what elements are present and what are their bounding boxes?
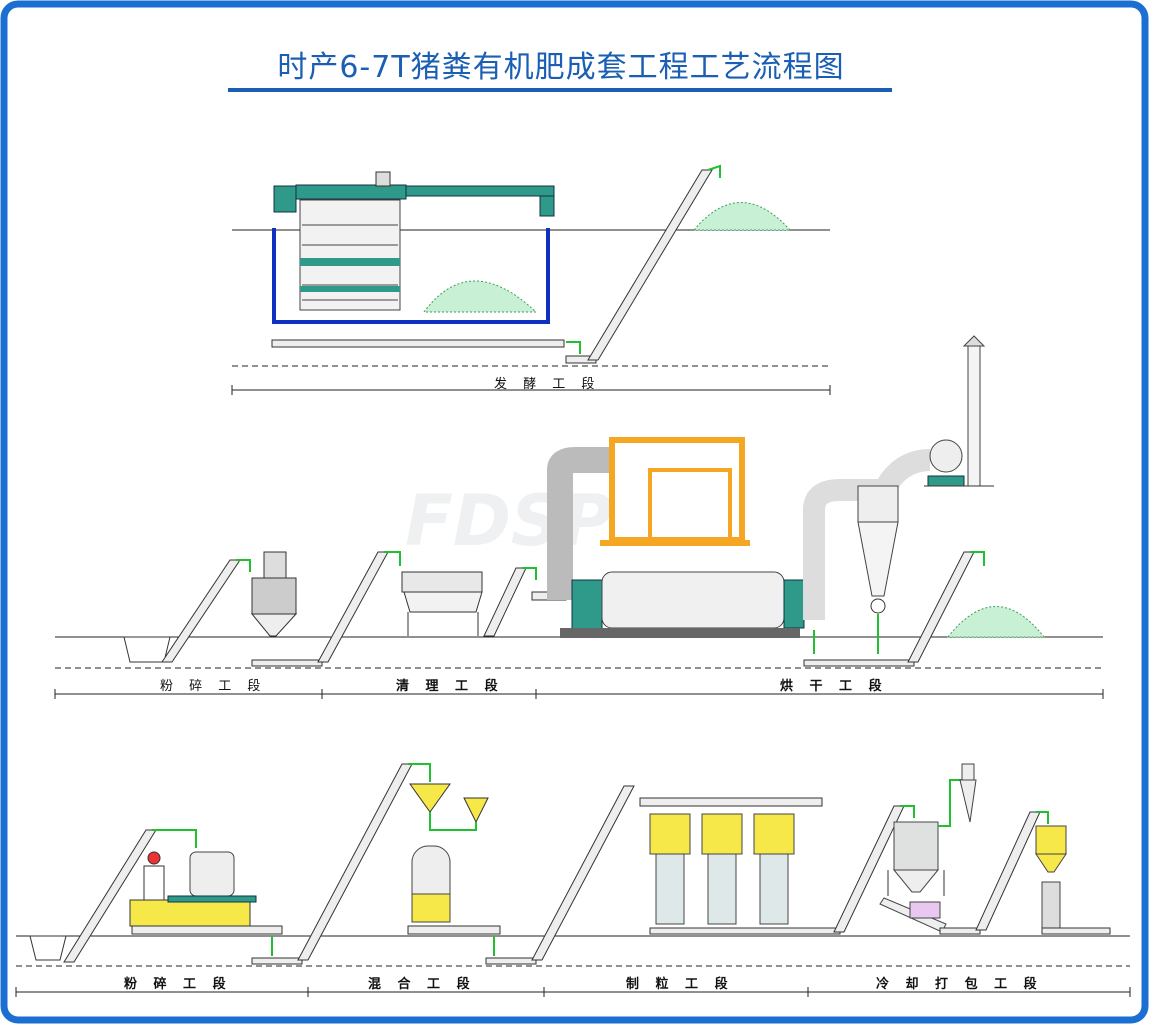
belt-conveyor <box>649 927 841 935</box>
stage-label-crushing: 粉 碎 工 段 <box>160 679 266 694</box>
cyclone <box>857 485 899 523</box>
bucket-elevator <box>975 811 1041 931</box>
crusher <box>251 577 297 615</box>
feed-hopper <box>29 935 67 961</box>
belt-conveyor <box>251 957 303 965</box>
compost-pile <box>692 202 792 231</box>
pellet-mill-2 <box>701 813 743 855</box>
chimney <box>967 345 981 487</box>
bucket-elevator <box>907 551 975 663</box>
stage-label-mixing: 混 合 工 段 <box>368 976 476 992</box>
hot-air-furnace <box>609 437 745 543</box>
induced-draft-fan <box>929 439 963 473</box>
bucket-elevator <box>531 785 635 961</box>
compost-pile <box>423 280 538 313</box>
stage-label-cleaning: 清 理 工 段 <box>396 678 504 694</box>
belt-conveyor <box>271 339 565 348</box>
stage-label-cooling-packing: 冷 却 打 包 工 段 <box>876 976 1043 992</box>
turner-machine <box>295 184 407 200</box>
counterflow-cooler <box>893 821 939 871</box>
stage-label-granulation: 制 粒 工 段 <box>626 976 734 992</box>
mixing-granulation-packing-section: 粉 碎 工 段 混 合 工 段 制 粒 工 段 冷 却 打 包 工 段 <box>15 763 1131 997</box>
product-pile <box>946 606 1046 638</box>
pellet-mill-1 <box>649 813 691 855</box>
belt-conveyor <box>939 927 981 935</box>
page-title: 时产6-7T猪粪有机肥成套工程工艺流程图 <box>277 50 845 85</box>
watermark: FDSP <box>405 480 613 562</box>
stage-label-fermentation: 发 酵 工 段 <box>494 376 600 392</box>
bucket-elevator <box>483 567 527 637</box>
stage-label-drying: 烘 干 工 段 <box>780 678 888 694</box>
screw-conveyor <box>639 797 823 807</box>
packing-bin <box>1035 825 1067 855</box>
bucket-elevator <box>587 169 713 361</box>
bucket-elevator <box>161 559 241 663</box>
title-underline <box>228 88 892 92</box>
bucket-elevator <box>297 763 413 961</box>
turner-drum <box>299 199 401 311</box>
fermentation-section: 发 酵 工 段 <box>231 164 831 395</box>
bucket-elevator <box>63 829 157 963</box>
belt-conveyor <box>803 659 915 667</box>
bucket-elevator <box>317 551 389 663</box>
air-duct <box>803 449 931 620</box>
belt-conveyor <box>485 957 537 965</box>
hot-air-duct <box>547 447 610 600</box>
blue-pipe <box>272 228 550 324</box>
grading-screen <box>909 901 941 919</box>
pellet-mill-3 <box>753 813 795 855</box>
screening-machine <box>401 571 483 593</box>
cooler-cyclone <box>959 779 977 823</box>
rotary-dryer <box>601 571 785 629</box>
feed-hopper <box>123 636 171 663</box>
gantry-beam <box>405 185 555 197</box>
crusher <box>129 899 251 927</box>
packing-machine <box>1041 881 1061 929</box>
crushing-cleaning-drying-section: 粉 碎 工 段 清 理 工 段 烘 干 工 段 <box>54 335 1104 699</box>
batching-hopper <box>409 783 451 813</box>
stage-label-crushing-2: 粉 碎 工 段 <box>124 976 232 992</box>
belt-conveyor <box>251 659 323 667</box>
